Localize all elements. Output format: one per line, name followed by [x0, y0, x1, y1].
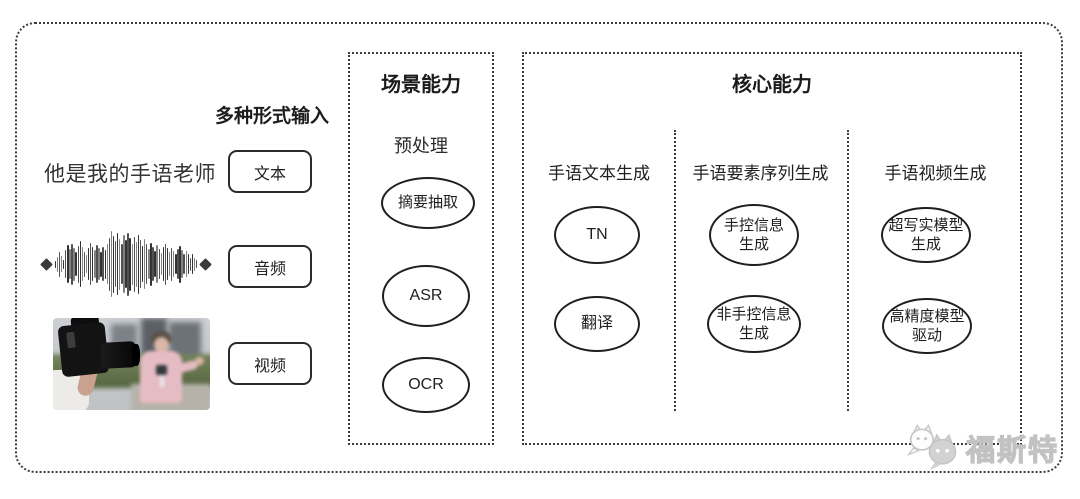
waveform-bars — [52, 228, 200, 300]
node-summary-extraction: 摘要抽取 — [381, 177, 475, 229]
camera-lens-ring — [132, 344, 140, 366]
core-capability-box: 核心能力 手语文本生成 手语要素序列生成 手语视频生成 TN 翻译 手控信息 生… — [522, 52, 1022, 445]
column-header-text-generation: 手语文本生成 — [548, 164, 650, 183]
core-capability-title: 核心能力 — [732, 74, 812, 96]
sample-text-sentence: 他是我的手语老师 — [44, 163, 216, 186]
node-non-manual-info-generation: 非手控信息 生成 — [707, 295, 801, 353]
input-box-audio: 音频 — [228, 245, 312, 288]
column-divider — [674, 130, 676, 411]
video-thumbnail-image — [53, 318, 210, 410]
node-high-precision-model-driving: 高精度模型 驱动 — [882, 298, 972, 354]
preprocessing-label: 预处理 — [394, 136, 448, 156]
scene-capability-title: 场景能力 — [381, 74, 461, 96]
node-asr: ASR — [382, 265, 470, 327]
watermark-text: 福斯特 — [965, 434, 1060, 467]
input-section-title: 多种形式输入 — [214, 106, 329, 127]
diagram-outer-border — [15, 22, 1063, 473]
column-divider — [847, 130, 849, 411]
camera-highlight — [66, 331, 76, 349]
waveform-right-tip — [199, 257, 212, 271]
node-tn: TN — [554, 206, 640, 264]
mascot-chat-bubbles-logo-icon — [906, 424, 957, 471]
node-translation: 翻译 — [554, 296, 640, 352]
input-box-text: 文本 — [228, 150, 312, 193]
audio-waveform-icon — [40, 228, 212, 300]
node-ocr: OCR — [382, 357, 470, 413]
waveform-left-tip — [40, 257, 53, 271]
reporter-figure — [53, 318, 210, 410]
column-header-video-generation: 手语视频生成 — [884, 164, 987, 183]
column-header-element-sequence-generation: 手语要素序列生成 — [692, 164, 829, 183]
scene-capability-box: 场景能力 预处理 摘要抽取 ASR OCR — [348, 52, 494, 445]
node-manual-info-generation: 手控信息 生成 — [709, 204, 799, 266]
watermark: 福斯特 — [906, 421, 1076, 475]
node-hyperrealistic-model-generation: 超写实模型 生成 — [881, 207, 971, 263]
input-box-video: 视频 — [228, 342, 312, 385]
